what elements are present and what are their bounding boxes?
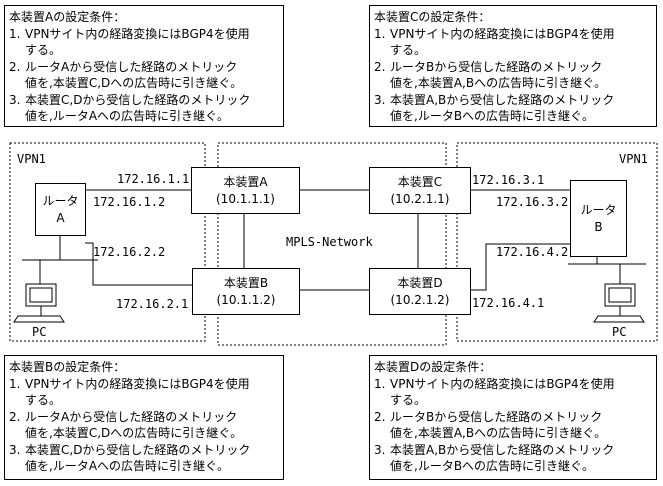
conditions-title: 本装置Aの設定条件： bbox=[9, 10, 126, 24]
ip-label: 172.16.3.2 bbox=[496, 195, 569, 209]
device-a-conditions: 本装置Aの設定条件： 1.VPNサイト内の経路変換にはBGP4を使用 する。 2… bbox=[4, 5, 284, 127]
pc-left-label: PC bbox=[32, 325, 47, 339]
condition-item: 1.VPNサイト内の経路変換にはBGP4を使用 bbox=[374, 376, 615, 391]
conditions-title: 本装置Bの設定条件： bbox=[9, 360, 126, 374]
mpls-label: MPLS-Network bbox=[286, 235, 373, 249]
condition-item: 3.本装置C,Dから受信した経路のメトリック bbox=[9, 442, 251, 457]
vpn-right-label: VPN1 bbox=[619, 152, 648, 166]
ip-label: 172.16.2.2 bbox=[93, 245, 166, 259]
condition-item: 3.本装置A,Bから受信した経路のメトリック bbox=[374, 92, 615, 107]
device-c: 本装置C (10.2.1.1) bbox=[369, 167, 471, 214]
condition-item: 2.ルータAから受信した経路のメトリック bbox=[9, 59, 238, 74]
ip-label: 172.16.3.1 bbox=[472, 173, 545, 187]
device-b-conditions: 本装置Bの設定条件： 1.VPNサイト内の経路変換にはBGP4を使用 する。 2… bbox=[4, 355, 284, 480]
pc-left-icon bbox=[13, 283, 65, 323]
vpn-left-label: VPN1 bbox=[17, 152, 46, 166]
mpls-zone bbox=[217, 142, 447, 346]
ip-label: 172.16.2.1 bbox=[116, 297, 189, 311]
pc-right-icon bbox=[593, 283, 645, 323]
ip-label: 172.16.4.1 bbox=[472, 296, 545, 310]
device-d-conditions: 本装置Dの設定条件： 1.VPNサイト内の経路変換にはBGP4を使用 する。 2… bbox=[369, 355, 657, 480]
vpn-left-zone bbox=[9, 142, 206, 342]
condition-item: 2.ルータAから受信した経路のメトリック bbox=[9, 409, 238, 424]
ip-label: 172.16.1.2 bbox=[93, 195, 166, 209]
ip-label: 172.16.4.2 bbox=[496, 245, 569, 259]
device-d: 本装置D (10.2.1.2) bbox=[369, 268, 471, 315]
pc-right-label: PC bbox=[612, 325, 627, 339]
condition-item: 3.本装置C,Dから受信した経路のメトリック bbox=[9, 92, 251, 107]
conditions-title: 本装置Dの設定条件： bbox=[374, 360, 492, 374]
device-b: 本装置B (10.1.1.2) bbox=[192, 268, 300, 315]
condition-item: 1.VPNサイト内の経路変換にはBGP4を使用 bbox=[9, 26, 250, 41]
condition-item: 2.ルータBから受信した経路のメトリック bbox=[374, 59, 603, 74]
device-c-conditions: 本装置Cの設定条件： 1.VPNサイト内の経路変換にはBGP4を使用 する。 2… bbox=[369, 5, 657, 127]
vpn-right-zone bbox=[456, 142, 658, 342]
condition-item: 2.ルータBから受信した経路のメトリック bbox=[374, 409, 603, 424]
condition-item: 1.VPNサイト内の経路変換にはBGP4を使用 bbox=[9, 376, 250, 391]
condition-item: 1.VPNサイト内の経路変換にはBGP4を使用 bbox=[374, 26, 615, 41]
conditions-title: 本装置Cの設定条件： bbox=[374, 10, 491, 24]
device-a: 本装置A (10.1.1.1) bbox=[191, 167, 300, 214]
ip-label: 172.16.1.1 bbox=[117, 172, 190, 186]
router-a: ルータ A bbox=[35, 183, 86, 236]
condition-item: 3.本装置A,Bから受信した経路のメトリック bbox=[374, 442, 615, 457]
router-b: ルータ B bbox=[570, 180, 627, 257]
